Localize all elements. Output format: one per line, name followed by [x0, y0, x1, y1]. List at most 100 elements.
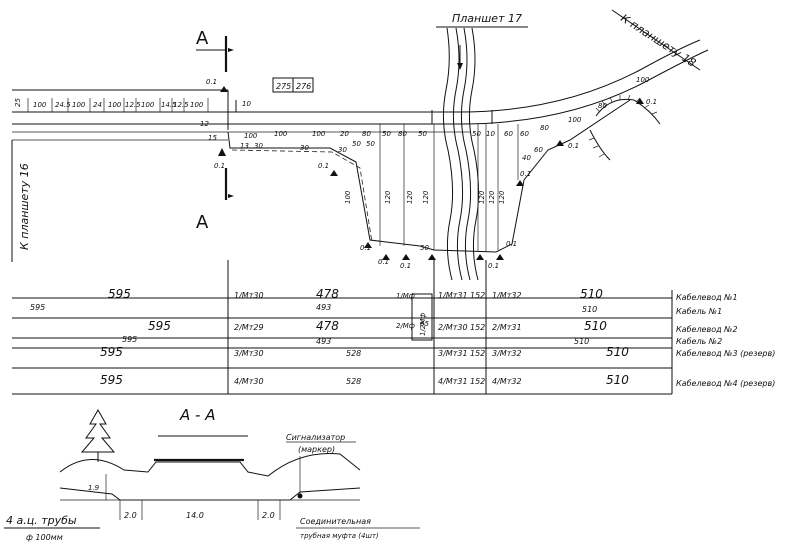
lower-strip-dims: 100 100 100 20 80 50 80 50 50 10 60 60 8…	[244, 76, 650, 140]
row4-name: Кабель №2	[676, 337, 722, 346]
row6-152: 152	[470, 377, 485, 386]
dim-s7: 50	[366, 140, 375, 148]
dim-v0: 100	[344, 190, 352, 204]
dim-l13: 100	[568, 116, 582, 124]
cable-table	[12, 260, 673, 395]
ang-5: 0.1	[400, 262, 411, 270]
mufta-box: 1/2Мф	[419, 313, 427, 336]
row5-marker: 3/Мт30	[234, 349, 264, 358]
pipes-diam: ф 100мм	[26, 533, 63, 542]
ang-6: 0.1	[488, 262, 499, 270]
row5-mid: 528	[346, 349, 361, 358]
dim-l14: 80	[598, 102, 607, 110]
dim-l10: 60	[504, 130, 513, 138]
row1-marker2: 1/Мт31	[438, 291, 468, 300]
dim-t6: 100	[141, 101, 155, 109]
row2-name: Кабель №1	[676, 307, 722, 316]
dim-v4: 120	[478, 190, 486, 204]
row6-name: Кабелевод №4 (резерв)	[676, 379, 775, 388]
coupling-label: Соединительная	[300, 517, 371, 526]
row6-marker: 4/Мт30	[234, 377, 264, 386]
dim-l11: 60	[520, 130, 529, 138]
dim-t8: 12.5	[173, 101, 189, 109]
sheet-tag-275: 275	[276, 82, 291, 91]
row1-mid: 478	[316, 287, 339, 301]
slope	[588, 94, 661, 161]
dim-t0: 100	[33, 101, 47, 109]
row2-mid: 493	[316, 303, 331, 312]
sheet-tag-276: 276	[296, 82, 311, 91]
dim-l12: 80	[540, 124, 549, 132]
dim-s8: 60	[534, 146, 543, 154]
tree-icon	[80, 408, 116, 462]
section-mark-bottom: А	[196, 212, 209, 233]
top-strip-dims: 25 100 24.5 100 24 100 12.5 100 14.5 12.…	[14, 98, 251, 112]
row5-marker3: 3/Мт32	[492, 349, 522, 358]
coupling-note: трубная муфта (4шт)	[300, 532, 379, 540]
row6-marker3: 4/Мт32	[492, 377, 522, 386]
row4-right: 510	[574, 337, 589, 346]
row3-right: 510	[584, 319, 607, 333]
row3-mid: 478	[316, 319, 339, 333]
dim-v5: 120	[488, 190, 496, 204]
ang-0: 0.1	[206, 78, 217, 86]
row5-right: 510	[606, 345, 629, 359]
row6-right: 510	[606, 373, 629, 387]
row1-left: 595	[108, 287, 131, 301]
row1-marker: 1/Мт30	[234, 291, 264, 300]
row2-right: 510	[582, 305, 597, 314]
dim-s4: 30	[338, 146, 347, 154]
river	[431, 27, 493, 281]
dim-s5: 40	[522, 154, 531, 162]
ang-10: 0.1	[646, 98, 657, 106]
section-profile	[59, 452, 361, 520]
dim-l7: 50	[418, 130, 427, 138]
section-w2: 2.0	[262, 511, 275, 520]
row3-left: 595	[148, 319, 171, 333]
row3-152: 152	[470, 323, 485, 332]
dim-t2: 100	[72, 101, 86, 109]
dim-s10: 65	[420, 320, 429, 328]
dim-l2: 100	[312, 130, 326, 138]
ang-4: 0.1	[378, 258, 389, 266]
dim-l6: 80	[398, 130, 407, 138]
dim-t7: 14.5	[161, 101, 177, 109]
row1-name: Кабелевод №1	[676, 293, 738, 302]
row6-marker2: 4/Мт31	[438, 377, 468, 386]
row3-name: Кабелевод №2	[676, 325, 738, 334]
row3-marker2: 2/Мт30	[438, 323, 468, 332]
section-height: 1.9	[88, 484, 100, 492]
dim-t9: 100	[190, 101, 204, 109]
ang-1: 0.1	[214, 162, 225, 170]
row3-marker3: 2/Мт31	[492, 323, 522, 332]
row5-marker2: 3/Мт31	[438, 349, 468, 358]
row4-left: 595	[122, 335, 137, 344]
dim-t1: 24.5	[55, 101, 71, 109]
dim-s0: 15	[208, 134, 217, 142]
row1-mufta: 1/Мф	[396, 292, 415, 300]
dim-l15: 100	[636, 76, 650, 84]
row1-152: 152	[470, 291, 485, 300]
row1-right: 510	[580, 287, 603, 301]
dim-l8: 50	[472, 130, 481, 138]
dim-l9: 10	[486, 130, 495, 138]
section-w1: 14.0	[186, 511, 204, 520]
dim-v2: 120	[406, 190, 414, 204]
row3-marker: 2/Мт29	[234, 323, 264, 332]
dim-l4: 80	[362, 130, 371, 138]
ang-7: 0.1	[506, 240, 517, 248]
dim-v3: 120	[422, 190, 430, 204]
row6-mid: 528	[346, 377, 361, 386]
row2-left: 595	[30, 303, 45, 312]
dim-l3: 20	[340, 130, 349, 138]
section-mark-top: А	[196, 28, 209, 49]
dim-l1: 100	[274, 130, 288, 138]
dim-s3: 30	[300, 144, 309, 152]
dim-t4: 100	[108, 101, 122, 109]
dim-s6: 50	[352, 140, 361, 148]
row4-mid: 493	[316, 337, 331, 346]
row5-name: Кабелевод №3 (резерв)	[676, 349, 775, 358]
sheet-16-label-group: К планшету 16	[18, 163, 31, 250]
vertical-dims: 100 120 120 120 120 120 120	[344, 190, 506, 204]
